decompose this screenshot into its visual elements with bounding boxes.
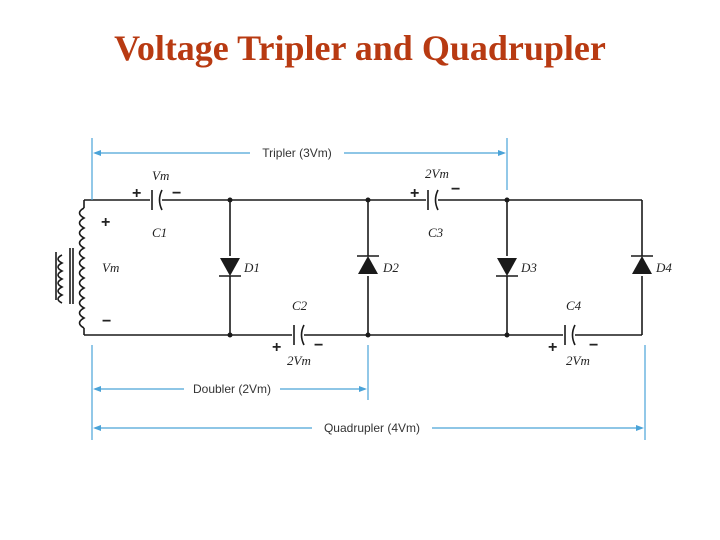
c3-minus-sign: − xyxy=(451,181,460,198)
capacitor-c1: + − Vm C1 xyxy=(132,168,181,240)
d2-label: D2 xyxy=(382,260,399,275)
capacitor-c2: C2 + − 2Vm xyxy=(272,298,323,368)
source-minus-sign: − xyxy=(102,313,111,330)
c3-plus-sign: + xyxy=(410,185,419,202)
diode-d4: D4 xyxy=(631,255,672,276)
doubler-dimension: Doubler (2Vm) xyxy=(93,382,367,396)
c2-name-label: C2 xyxy=(292,298,308,313)
dimension-extension-lines xyxy=(91,138,646,440)
doubler-label: Doubler (2Vm) xyxy=(193,382,271,396)
d1-label: D1 xyxy=(243,260,260,275)
c4-minus-sign: − xyxy=(589,337,598,354)
capacitor-c3: + − 2Vm C3 xyxy=(410,166,460,240)
c4-voltage-label: 2Vm xyxy=(566,353,590,368)
quadrupler-dimension: Quadrupler (4Vm) xyxy=(93,421,644,435)
tripler-label: Tripler (3Vm) xyxy=(262,146,332,160)
c3-name-label: C3 xyxy=(428,225,444,240)
quadrupler-label: Quadrupler (4Vm) xyxy=(324,421,420,435)
c2-minus-sign: − xyxy=(314,337,323,354)
c1-name-label: C1 xyxy=(152,225,167,240)
c2-plus-sign: + xyxy=(272,339,281,356)
d4-label: D4 xyxy=(655,260,672,275)
d3-label: D3 xyxy=(520,260,537,275)
transformer-primary xyxy=(55,252,64,304)
diode-d3: D3 xyxy=(496,256,537,277)
source-voltage-label: Vm xyxy=(102,260,119,275)
c1-plus-sign: + xyxy=(132,185,141,202)
slide-title: Voltage Tripler and Quadrupler xyxy=(114,28,606,68)
c2-voltage-label: 2Vm xyxy=(287,353,311,368)
c4-plus-sign: + xyxy=(548,339,557,356)
c4-name-label: C4 xyxy=(566,298,582,313)
diode-d1: D1 xyxy=(219,256,260,277)
transformer: + Vm − xyxy=(55,200,119,335)
c1-voltage-label: Vm xyxy=(152,168,169,183)
source-plus-sign: + xyxy=(101,214,110,231)
capacitor-c4: C4 + − 2Vm xyxy=(548,298,598,368)
c1-minus-sign: − xyxy=(172,185,181,202)
transformer-secondary xyxy=(78,200,86,335)
diode-d2: D2 xyxy=(357,255,399,276)
tripler-dimension: Tripler (3Vm) xyxy=(93,146,506,160)
c3-voltage-label: 2Vm xyxy=(425,166,449,181)
